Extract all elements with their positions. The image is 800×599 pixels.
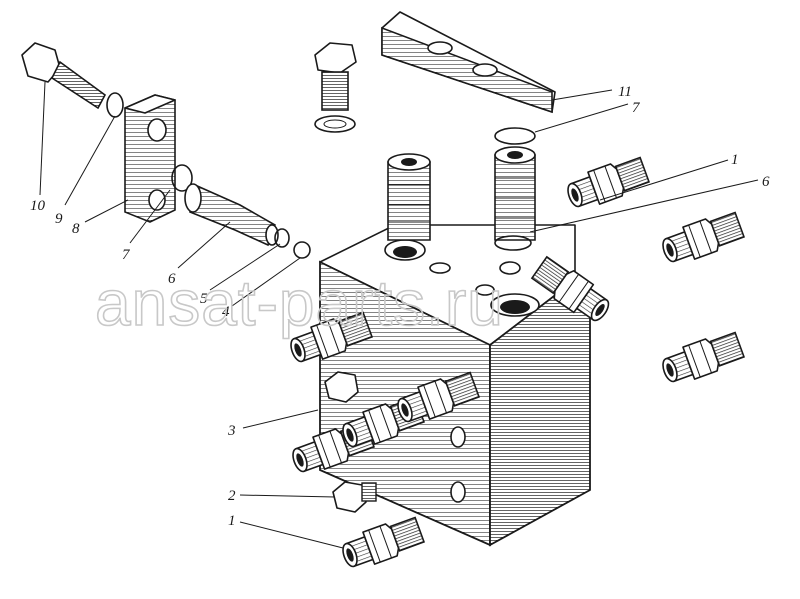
plug-upper (324, 371, 359, 403)
spool-right (494, 146, 536, 251)
callout-7-top: 7 (632, 100, 641, 116)
callout-1-top: 1 (731, 152, 739, 168)
plug (332, 481, 377, 513)
o-ring-top (494, 127, 536, 145)
callout-6-right: 6 (762, 174, 770, 190)
watermark-text: ansat-parts.ru (95, 267, 504, 339)
callout-4: 4 (222, 304, 230, 320)
fitting-bottom (337, 512, 427, 574)
washer (106, 92, 124, 118)
relief-valve (184, 183, 279, 247)
callout-3: 3 (227, 423, 236, 439)
top-bolt (314, 42, 357, 133)
leader-lines (39, 81, 759, 549)
callout-6-left: 6 (168, 271, 176, 287)
left-bolt (21, 42, 107, 110)
callout-11: 11 (618, 84, 632, 100)
ball (293, 241, 311, 259)
callout-8: 8 (72, 221, 80, 237)
callout-labels: 11 7 1 6 10 9 8 7 6 5 4 3 2 1 (30, 84, 770, 529)
callout-5: 5 (200, 291, 208, 307)
fitting-right-1 (657, 207, 747, 269)
callout-7-left: 7 (122, 247, 131, 263)
small-o-ring (274, 228, 290, 248)
callout-10: 10 (30, 198, 46, 214)
clamp-bar (381, 11, 556, 114)
mounting-plate (124, 94, 176, 223)
fitting-right-2 (657, 327, 747, 389)
callout-2: 2 (228, 488, 236, 504)
fitting-top-right (562, 152, 652, 214)
spool-left (387, 153, 431, 241)
callout-1-bottom: 1 (228, 513, 236, 529)
callout-9: 9 (55, 211, 63, 227)
o-ring-left (171, 164, 193, 192)
